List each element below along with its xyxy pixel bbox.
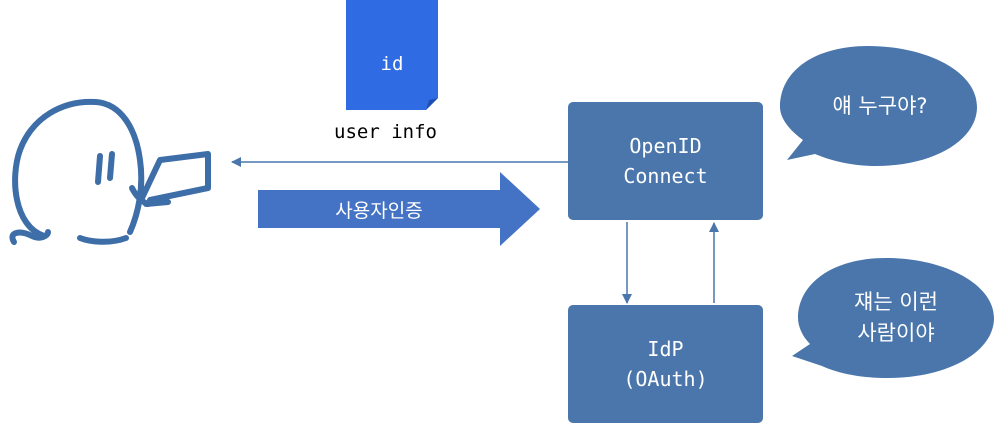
- speech-bubble-bottom-text: 쟤는 이런 사람이야: [808, 282, 984, 354]
- bubble-bottom-line-2: 사람이야: [857, 321, 935, 345]
- openid-connect-box: OpenID Connect: [568, 102, 763, 220]
- id-token-line-1: id: [380, 53, 404, 75]
- idp-box-line-2: (OAuth): [623, 367, 708, 391]
- openid-box-line-2: Connect: [623, 164, 708, 188]
- speech-bubble-bottom: [792, 258, 994, 378]
- id-token-label: id token: [346, 22, 438, 162]
- speech-bubble-top: [780, 46, 977, 166]
- speech-bubble-top-text: 얘 누구야?: [790, 82, 970, 130]
- person-sketch-icon: [9, 98, 211, 245]
- idp-oauth-box: IdP (OAuth): [568, 305, 763, 423]
- bubble-bottom-line-1: 쟤는 이런: [854, 290, 938, 314]
- user-info-label: user info: [334, 121, 437, 143]
- user-auth-label: 사용자인증: [335, 199, 423, 222]
- idp-box-line-1: IdP: [647, 337, 684, 361]
- bubble-top-line-1: 얘 누구야?: [832, 93, 928, 118]
- id-token-line-2: token: [363, 137, 421, 159]
- user-auth-block-arrow: [258, 172, 540, 246]
- openid-box-line-1: OpenID: [629, 134, 702, 158]
- id-token-document-icon: [346, 0, 438, 110]
